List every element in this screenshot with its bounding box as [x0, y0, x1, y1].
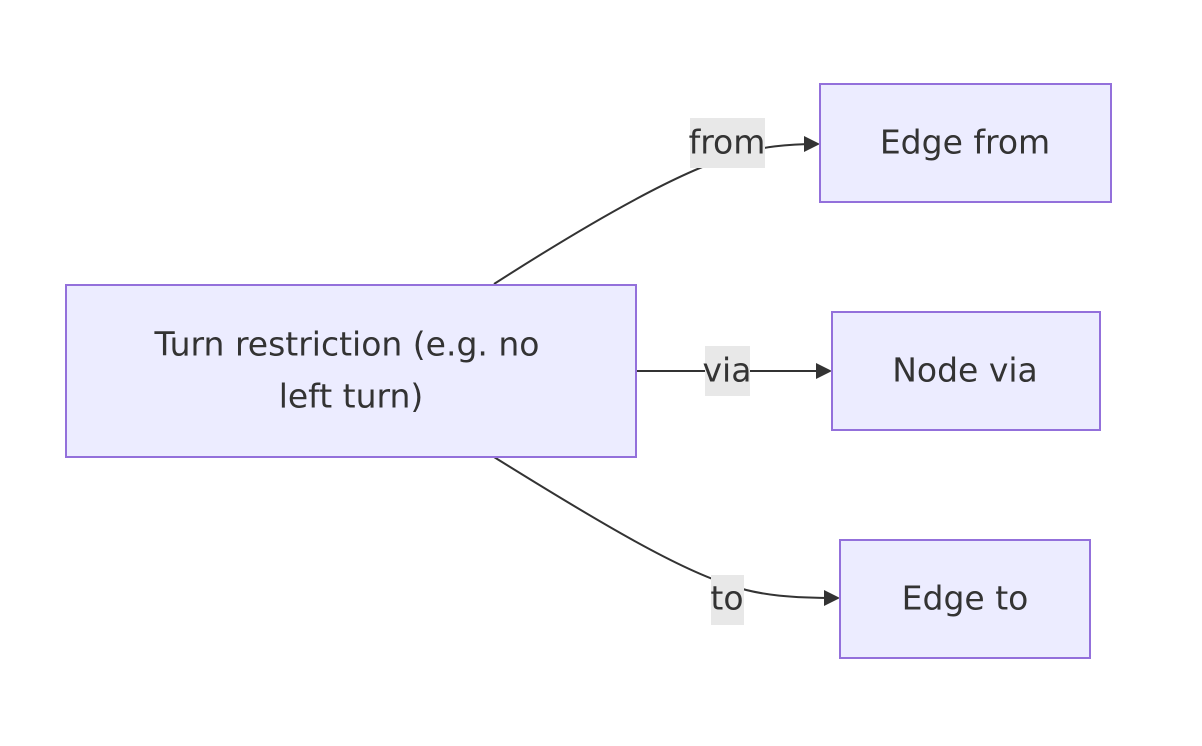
node-turn-restriction-box: [65, 284, 637, 458]
node-edge-to[interactable]: Edge to: [839, 539, 1091, 659]
node-node-via-label: Node via: [892, 351, 1038, 390]
edge-to: [493, 456, 839, 599]
node-node-via-box: [831, 311, 1101, 431]
node-turn-restriction-line2: left turn): [279, 377, 424, 416]
arrowhead-to: [824, 590, 840, 606]
edge-label-via-text: via: [703, 351, 752, 390]
edge-label-from: from: [689, 118, 766, 168]
arrowhead-via: [816, 363, 832, 379]
edge-from: [493, 143, 819, 285]
edge-label-to-text: to: [710, 579, 743, 618]
node-edge-from[interactable]: Edge from: [819, 83, 1112, 203]
node-edge-from-label: Edge from: [880, 123, 1050, 162]
edge-label-via: via: [703, 346, 752, 396]
edge-label-to-bg: [711, 575, 744, 625]
node-turn-restriction-line1: Turn restriction (e.g. no: [153, 325, 539, 364]
edge-label-from-text: from: [689, 123, 766, 162]
node-edge-to-box: [839, 539, 1091, 659]
node-turn-restriction[interactable]: Turn restriction (e.g. no left turn): [65, 284, 637, 458]
node-edge-from-box: [819, 83, 1112, 203]
edge-label-to: to: [710, 575, 744, 625]
edge-to-line: [493, 456, 839, 599]
node-node-via[interactable]: Node via: [831, 311, 1101, 431]
edge-from-line: [493, 143, 819, 285]
node-edge-to-label: Edge to: [902, 579, 1029, 618]
edge-label-from-bg: [690, 118, 765, 168]
edge-label-via-bg: [705, 346, 750, 396]
arrowhead-from: [804, 136, 820, 152]
